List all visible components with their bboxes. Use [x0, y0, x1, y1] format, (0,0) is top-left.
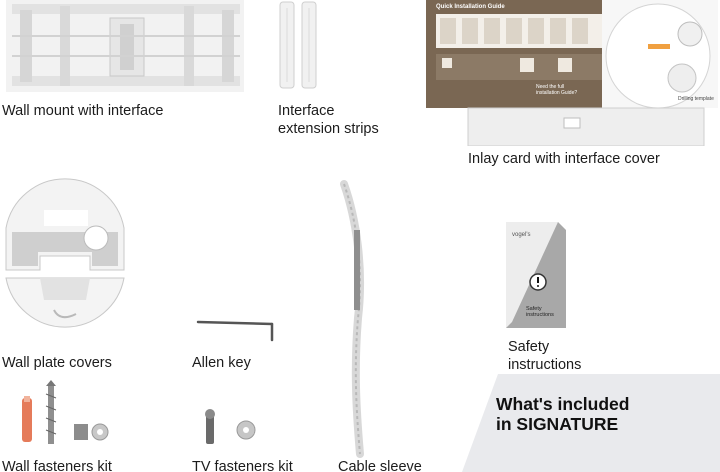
- cable-sleeve-label: Cable sleeve: [338, 459, 422, 472]
- inlay-card-label: Inlay card with interface cover: [468, 151, 660, 167]
- cable-sleeve-image: [340, 180, 365, 458]
- included-banner-title: What's included in SIGNATURE: [496, 394, 629, 434]
- wall-fasteners-label: Wall fasteners kit: [2, 459, 112, 472]
- inlay-drilling-label: Drilling template: [678, 96, 714, 102]
- included-banner-line1: What's included: [496, 394, 630, 414]
- extension-strips-label-line2: extension strips: [278, 121, 379, 137]
- tv-fasteners-image: [205, 409, 256, 444]
- safety-instructions-label: Safety instructions: [508, 338, 581, 374]
- wall-plate-covers-label: Wall plate covers: [2, 355, 112, 371]
- safety-instructions-label-line1: Safety: [508, 339, 550, 355]
- safety-booklet-title-line2: instructions: [526, 312, 554, 318]
- inlay-need-full-line1: Need the full: [536, 84, 565, 90]
- safety-instructions-label-line2: instructions: [508, 357, 582, 373]
- extension-strips-image: [279, 1, 317, 89]
- inlay-guide-title: Quick Installation Guide: [436, 4, 505, 10]
- wall-mount-label: Wall mount with interface: [2, 103, 164, 119]
- extension-strips-label: Interface extension strips: [278, 102, 379, 138]
- safety-brand: vogel's: [512, 232, 531, 238]
- inlay-need-full: Need the full installation Guide?: [536, 84, 577, 96]
- inlay-need-full-line2: installation Guide?: [536, 90, 578, 96]
- included-banner: [462, 374, 720, 472]
- allen-key-label: Allen key: [192, 355, 251, 371]
- wall-mount-image: [6, 0, 244, 92]
- inlay-card-image: [426, 0, 718, 147]
- extension-strips-label-line1: Interface: [278, 103, 335, 119]
- safety-booklet-image: [506, 222, 566, 328]
- safety-booklet: vogel's Safety instructions: [506, 222, 566, 328]
- wall-fasteners-image: [22, 380, 109, 444]
- wall-plate-covers-image: [5, 178, 125, 328]
- safety-booklet-title-line1: Safety: [526, 306, 542, 312]
- inlay-card: Quick Installation Guide Need the full i…: [426, 0, 720, 147]
- allen-key-image: [196, 320, 274, 342]
- safety-booklet-title: Safety instructions: [526, 306, 554, 318]
- tv-fasteners-label: TV fasteners kit: [192, 459, 293, 472]
- included-banner-line2: in SIGNATURE: [496, 414, 619, 434]
